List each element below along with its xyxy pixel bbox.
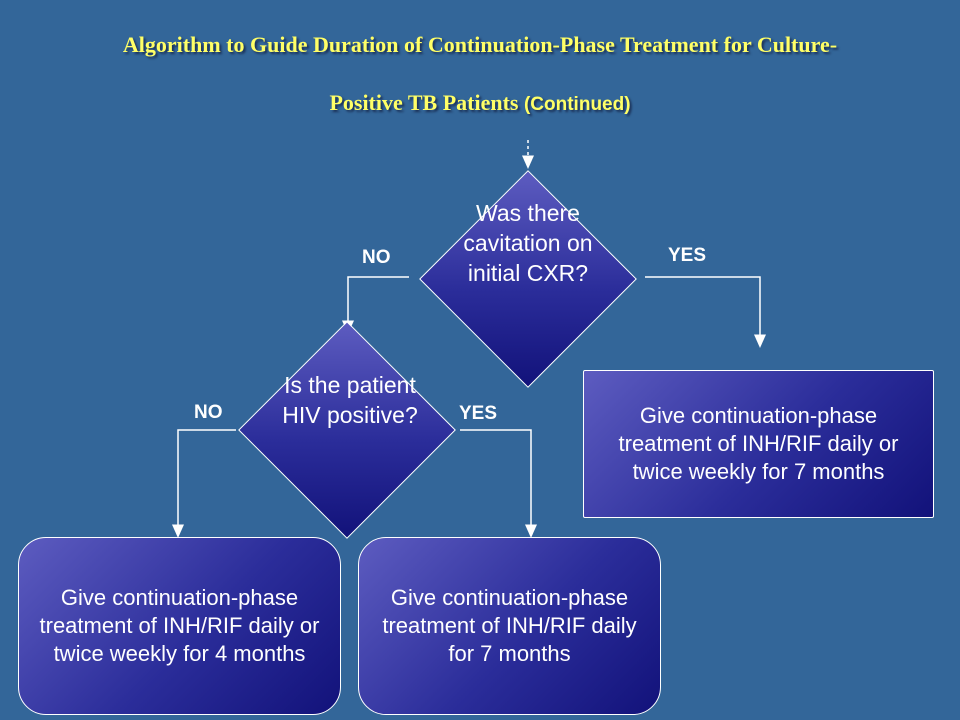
outcome-hiv-no-box: Give continuation-phase treatment of INH…	[18, 537, 341, 715]
outcome-cavitation-yes-text: Give continuation-phase treatment of INH…	[618, 403, 899, 484]
slide-title-line-2: Positive TB Patients (Continued)	[0, 90, 960, 116]
cavitation-yes-connector	[645, 276, 766, 348]
cavitation-no-connector	[342, 276, 409, 334]
outcome-hiv-yes-text: Give continuation-phase treatment of INH…	[382, 585, 637, 666]
slide-title-line-1: Algorithm to Guide Duration of Continuat…	[0, 32, 960, 58]
cavitation-yes-label: YES	[668, 245, 707, 266]
outcome-hiv-no-text: Give continuation-phase treatment of INH…	[39, 585, 320, 666]
hiv-yes-label: YES	[459, 403, 498, 424]
outcome-hiv-yes-box: Give continuation-phase treatment of INH…	[358, 537, 661, 715]
cavitation-no-label: NO	[362, 247, 391, 268]
hiv-no-label: NO	[194, 402, 223, 423]
hiv-no-connector	[172, 429, 236, 538]
outcome-cavitation-yes-box: Give continuation-phase treatment of INH…	[583, 370, 934, 518]
hiv-yes-connector	[460, 429, 537, 538]
cavitation-question: Was there cavitation on initial CXR?	[463, 200, 593, 286]
title-line-1-text: Algorithm to Guide Duration of Continuat…	[122, 32, 838, 57]
hiv-question: Is the patient HIV positive?	[282, 372, 418, 428]
title-line-2-text: Positive TB Patients	[329, 90, 519, 115]
title-suffix: (Continued)	[523, 94, 631, 115]
